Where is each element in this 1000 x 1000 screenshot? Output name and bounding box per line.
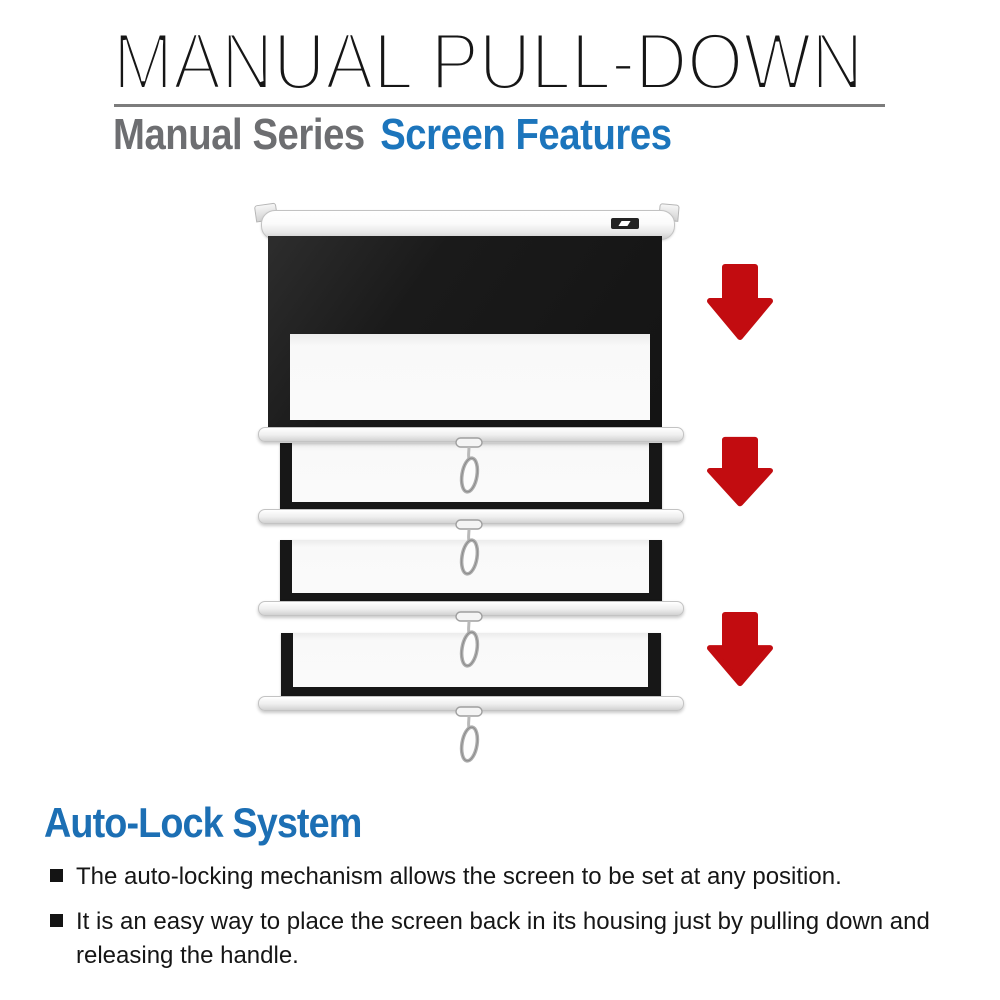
bullet-item: It is an easy way to place the screen ba… <box>50 905 942 973</box>
page-title: MANUAL PULL-DOWN <box>111 17 865 107</box>
screen-stage-1-black-drop <box>268 236 662 427</box>
subtitle-features-label: Screen Features <box>380 110 672 159</box>
pull-down-arrow-3 <box>704 611 776 689</box>
brand-logo-badge <box>611 218 639 229</box>
arrow-shape <box>707 436 773 507</box>
subtitle-series-label: Manual Series <box>113 110 365 159</box>
square-bullet-icon <box>50 869 63 882</box>
page-subtitle: Manual Series Screen Features <box>113 113 672 157</box>
autolock-bullet-list: The auto-locking mechanism allows the sc… <box>50 860 942 984</box>
bullet-item: The auto-locking mechanism allows the sc… <box>50 860 942 894</box>
brand-logo-mark <box>618 221 631 226</box>
bullet-text: It is an easy way to place the screen ba… <box>76 908 930 969</box>
pull-handle-4 <box>447 706 491 770</box>
pull-handle-1 <box>447 437 491 501</box>
bullet-text: The auto-locking mechanism allows the sc… <box>76 863 842 890</box>
pull-handle-2 <box>447 519 491 583</box>
title-divider <box>114 104 885 107</box>
autolock-heading: Auto-Lock System <box>44 799 362 846</box>
pull-down-arrow-2 <box>704 436 776 509</box>
screen-stage-1-viewing-area <box>290 334 650 420</box>
arrow-shape <box>707 264 773 340</box>
pull-down-arrow-1 <box>704 263 776 343</box>
square-bullet-icon <box>50 914 63 927</box>
screen-housing <box>261 210 675 240</box>
arrow-shape <box>707 611 773 687</box>
pull-handle-3 <box>447 611 491 675</box>
